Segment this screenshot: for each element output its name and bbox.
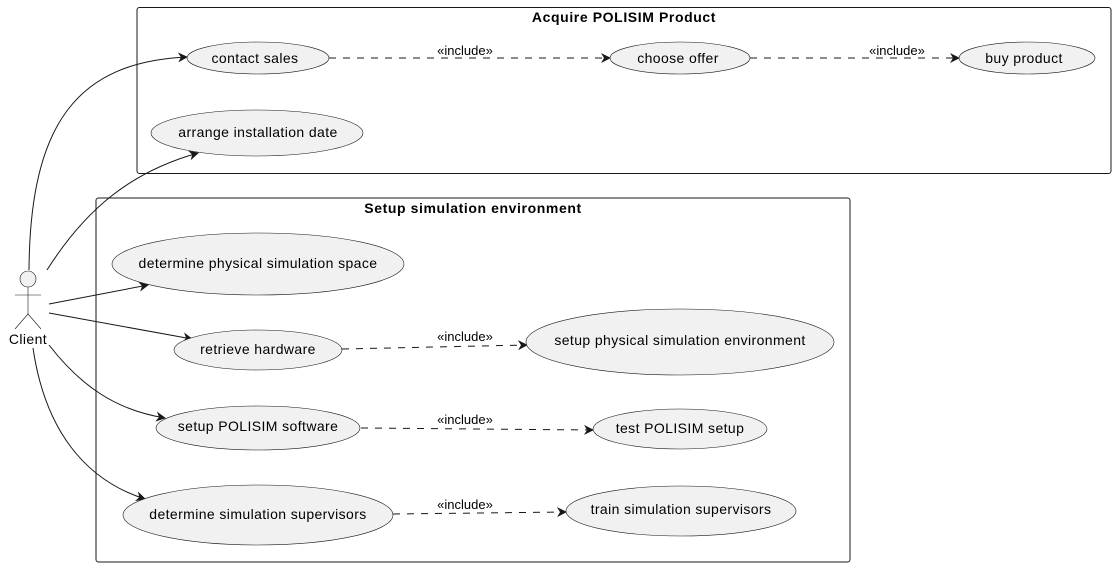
edge-client-arrange-installation <box>46 150 199 271</box>
usecase-buy-product[interactable]: buy product <box>958 41 1096 75</box>
actor-left-leg <box>14 313 29 330</box>
usecase-train-simulation-supervisors[interactable]: train simulation supervisors <box>565 485 797 537</box>
usecase-shape <box>150 109 364 157</box>
usecase-contact-sales[interactable]: contact sales <box>186 41 330 75</box>
edge-client-determine-space <box>48 281 149 305</box>
edge-include-determine-train <box>392 507 567 518</box>
usecase-label: arrange installation date <box>178 124 337 140</box>
include-edges: «include» «include» «include» «include» … <box>329 43 960 518</box>
usecase-label: choose offer <box>637 50 719 66</box>
usecase-arrange-installation-date[interactable]: arrange installation date <box>150 109 364 157</box>
include-label-software-test: «include» <box>437 412 493 427</box>
edge-client-determine-supervisors <box>32 347 146 502</box>
actor-head <box>19 270 37 288</box>
usecase-shape <box>565 485 797 537</box>
usecase-shape <box>592 408 768 450</box>
package-acquire-polisim-product: Acquire POLISIM Product <box>136 7 1112 174</box>
actor-client[interactable]: Client <box>9 270 47 347</box>
usecase-shape <box>609 41 751 75</box>
usecase-shape <box>111 232 405 296</box>
package-acquire-frame <box>136 7 1112 174</box>
usecase-label: train simulation supervisors <box>591 501 772 517</box>
usecase-label: retrieve hardware <box>200 341 316 357</box>
edge-client-retrieve-hardware <box>48 312 193 343</box>
usecase-shape <box>525 308 835 376</box>
usecase-label: contact sales <box>212 50 299 66</box>
include-label-choose-buy: «include» <box>869 43 925 58</box>
usecase-label: buy product <box>985 50 1063 66</box>
edge-client-contact-sales <box>28 52 188 271</box>
usecase-shape <box>958 41 1096 75</box>
actor-name: Client <box>9 331 47 347</box>
package-acquire-title: Acquire POLISIM Product <box>532 9 716 25</box>
include-label-retrieve-setup-physical: «include» <box>437 329 493 344</box>
usecase-determine-simulation-supervisors[interactable]: determine simulation supervisors <box>122 484 394 546</box>
usecase-label: test POLISIM setup <box>616 420 745 436</box>
include-label-contact-choose: «include» <box>437 43 493 58</box>
usecase-determine-physical-simulation-space[interactable]: determine physical simulation space <box>111 232 405 296</box>
usecase-shape <box>122 484 394 546</box>
include-label-determine-train: «include» <box>437 497 493 512</box>
association-edges <box>28 52 199 502</box>
usecase-label: setup POLISIM software <box>178 418 339 434</box>
usecase-label: setup physical simulation environment <box>554 332 805 348</box>
edge-client-setup-software <box>48 344 166 422</box>
usecase-setup-physical-simulation-environment[interactable]: setup physical simulation environment <box>525 308 835 376</box>
usecase-label: determine physical simulation space <box>139 255 378 271</box>
usecase-test-polisim-setup[interactable]: test POLISIM setup <box>592 408 768 450</box>
usecase-shape <box>173 329 343 371</box>
usecase-choose-offer[interactable]: choose offer <box>609 41 751 75</box>
usecase-label: determine simulation supervisors <box>149 506 366 522</box>
edge-include-retrieve-setup-physical <box>341 340 528 351</box>
edge-include-software-test <box>360 424 594 435</box>
usecase-setup-polisim-software[interactable]: setup POLISIM software <box>155 405 361 451</box>
usecase-shape <box>186 41 330 75</box>
usecase-retrieve-hardware[interactable]: retrieve hardware <box>173 329 343 371</box>
usecase-shape <box>155 405 361 451</box>
package-setup-title: Setup simulation environment <box>364 200 582 216</box>
actor-right-leg <box>27 313 42 330</box>
